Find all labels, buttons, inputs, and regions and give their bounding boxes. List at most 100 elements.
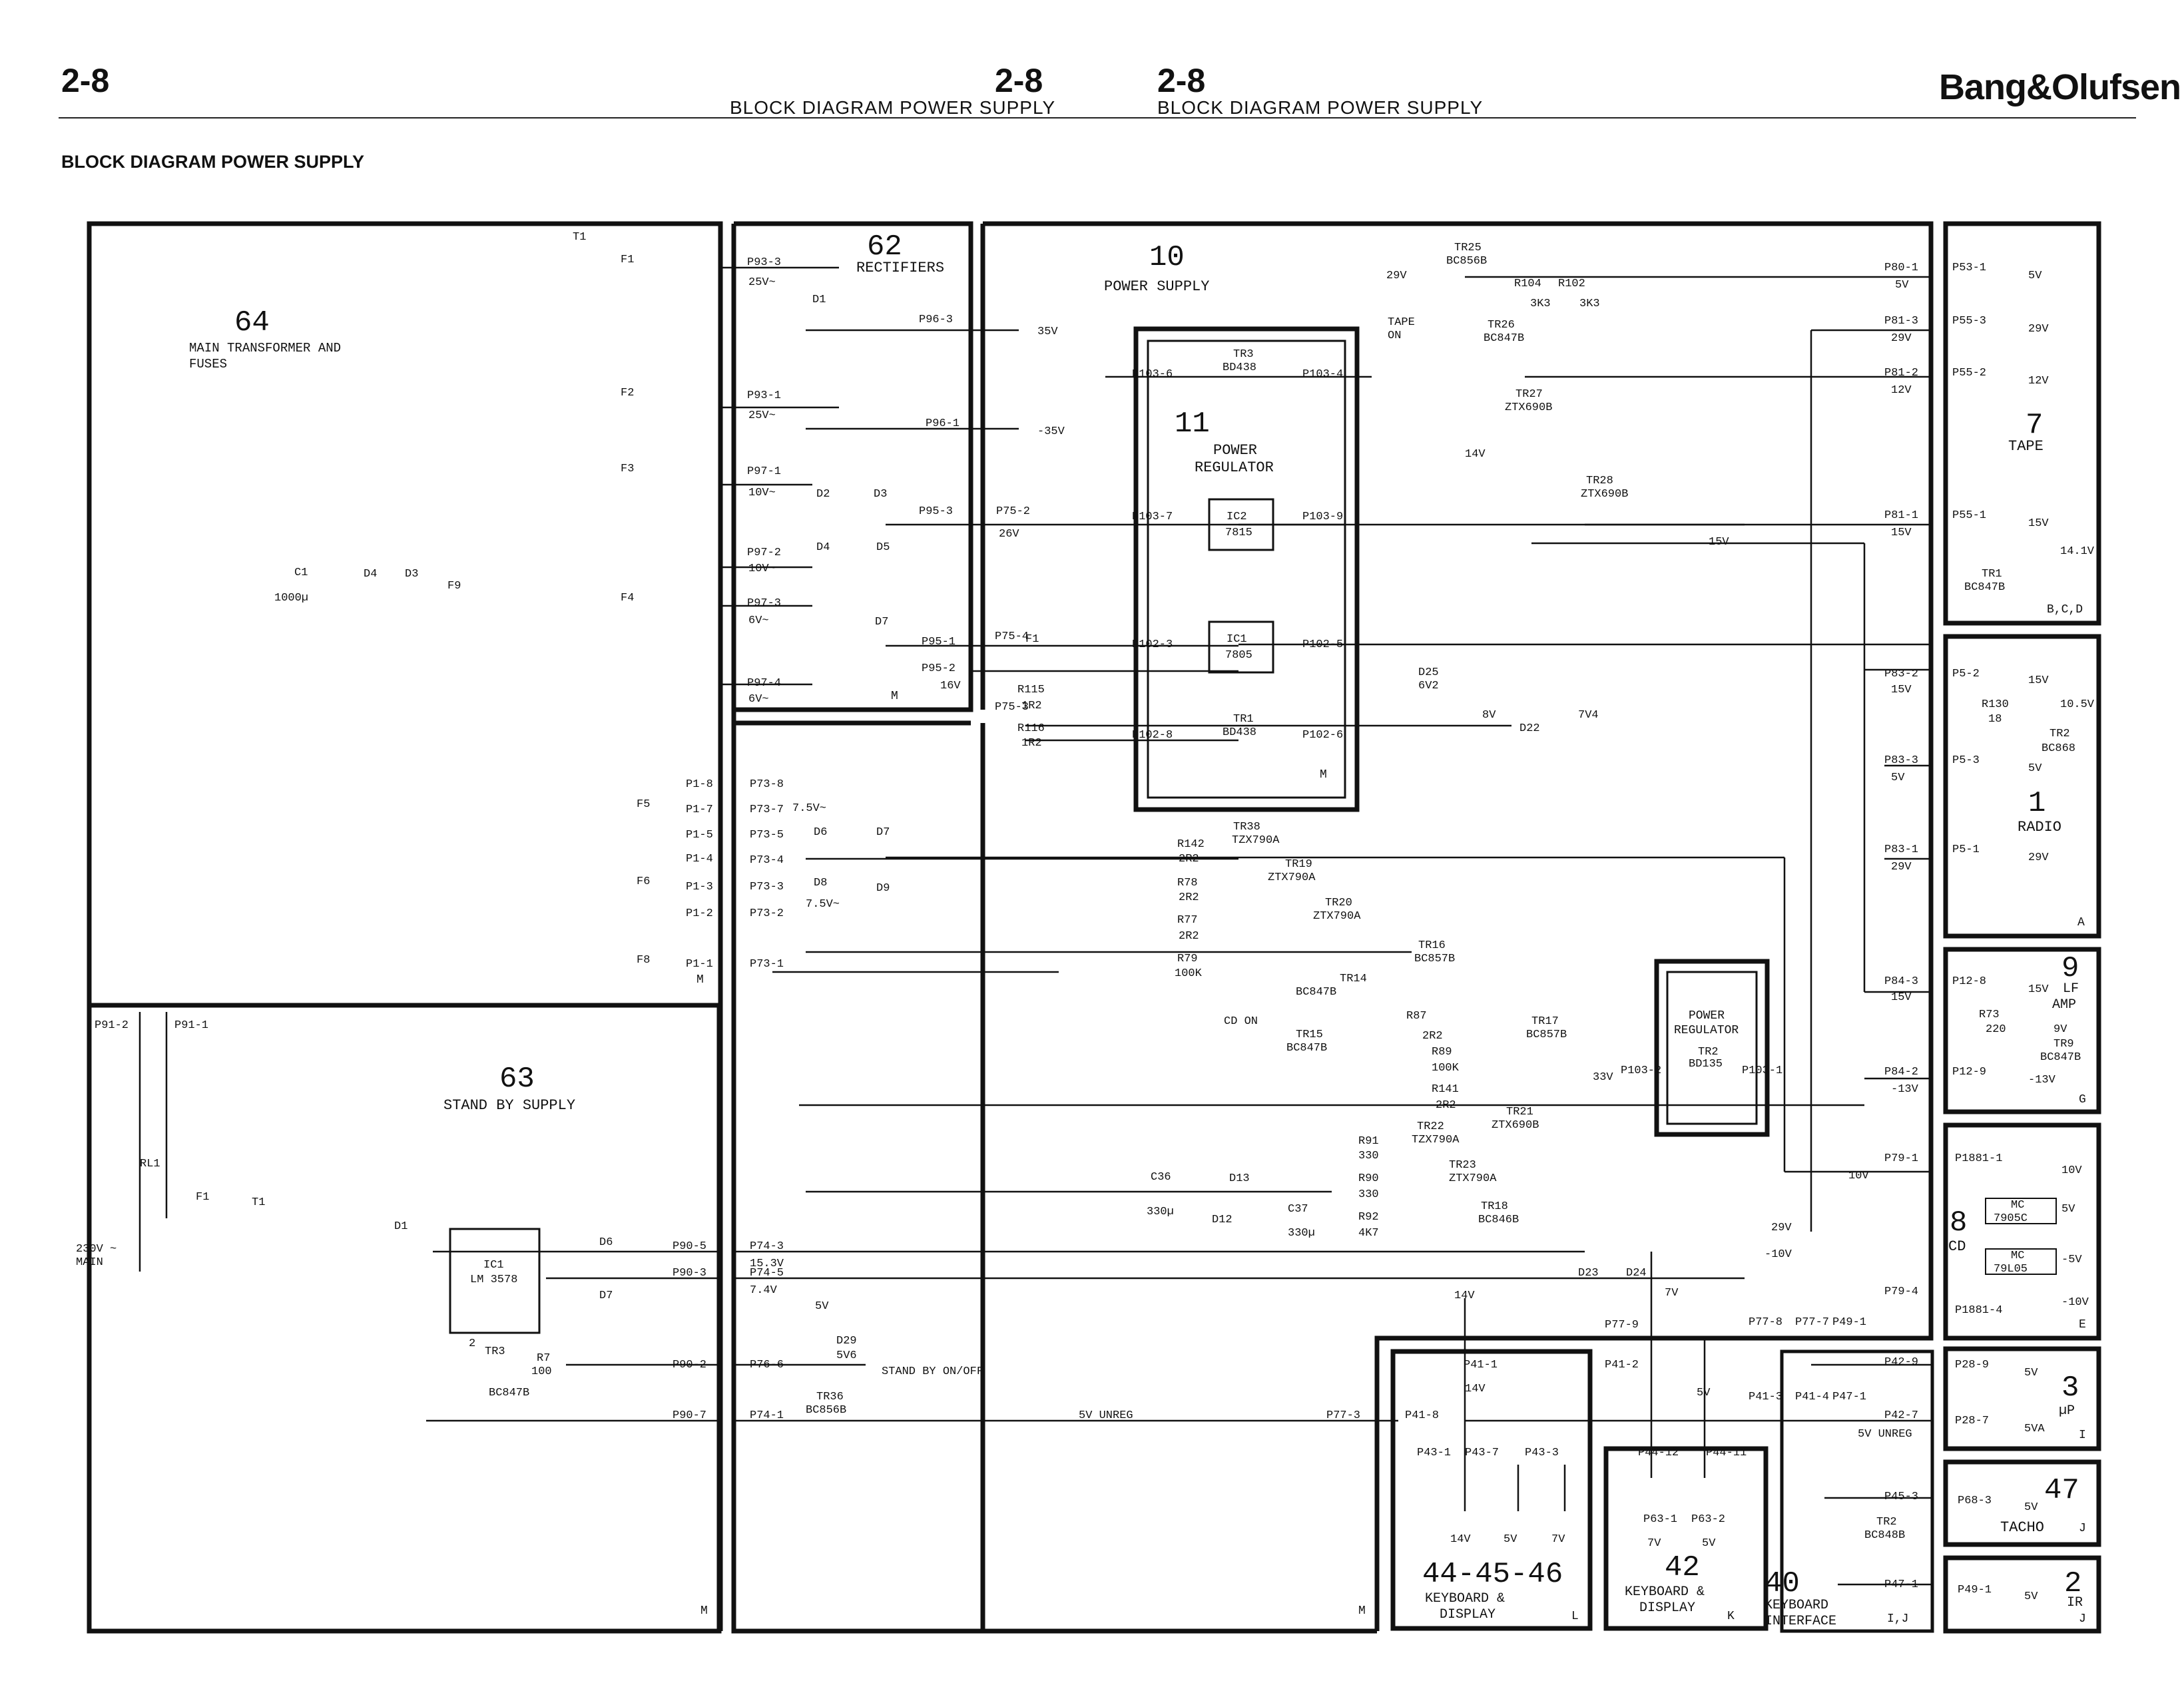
label-p103-4: P103-4 [1302, 368, 1343, 381]
block-40-tag: I,J [1887, 1612, 1908, 1626]
label-r90: R90 [1358, 1172, 1379, 1185]
block-42-tag: K [1727, 1610, 1735, 1623]
label-p44-11: P44-11 [1706, 1447, 1747, 1459]
block-64-line1: MAIN TRANSFORMER AND [189, 341, 341, 356]
label-p74-3: P74-3 [750, 1240, 784, 1253]
label-c36v: 330µ [1147, 1206, 1174, 1218]
block-1-tag: A [2077, 916, 2085, 929]
label-tr17: TR17 [1531, 1015, 1559, 1028]
label-d29: D29 [836, 1335, 857, 1347]
label-v29a: 29V [1891, 332, 1912, 345]
label-tr2bp: BD135 [1689, 1058, 1723, 1071]
label-r87v: 2R2 [1422, 1030, 1443, 1043]
label-p1-1: P1-1 [686, 958, 713, 971]
block-10-tag: M [1358, 1604, 1366, 1618]
ic2-name: IC2 [1227, 511, 1247, 523]
label-r116v: 1R2 [1021, 737, 1042, 750]
label-tr23p: ZTX790A [1449, 1172, 1497, 1185]
block-3-frame [1943, 1346, 2101, 1451]
label-tr17p: BC857B [1526, 1029, 1567, 1041]
label-tr16: TR16 [1418, 939, 1446, 952]
label-d4: D4 [364, 568, 377, 581]
label-r78v: 2R2 [1179, 891, 1199, 904]
ic1-standby-name: IC1 [483, 1259, 504, 1272]
mc1-part: 7905C [1994, 1212, 2028, 1225]
label-n2: 2 [469, 1337, 475, 1350]
block-64-line2: FUSES [189, 357, 227, 371]
label-r91: R91 [1358, 1135, 1379, 1148]
label-p41-4: P41-4 [1795, 1391, 1829, 1403]
block-62-tag: M [891, 690, 898, 703]
label-r141: R141 [1432, 1083, 1459, 1096]
label-p42-7: P42-7 [1884, 1409, 1918, 1422]
block-2-number: 2 [2064, 1567, 2081, 1600]
label-d4b: D4 [816, 541, 830, 554]
ic1-box [1208, 620, 1274, 674]
label-v75a: 7.5V~ [792, 802, 826, 815]
label-p5-2: P5-2 [1952, 668, 1980, 680]
label-main2: MAIN [76, 1256, 103, 1269]
block-11-number: 11 [1175, 407, 1210, 441]
label-tr15p: BC847B [1286, 1042, 1327, 1055]
label-v5b: 5V [1891, 772, 1905, 784]
label-v5k: 5V [1697, 1387, 1711, 1399]
label-d24: D24 [1626, 1267, 1647, 1280]
label-r77v: 2R2 [1179, 930, 1199, 943]
label-p47-1: P47-1 [1832, 1391, 1866, 1403]
label-tr1p: BD438 [1223, 726, 1256, 739]
label-o5ir: 5V [2024, 1590, 2038, 1603]
label-o5up: 5V [2024, 1367, 2038, 1379]
label-v14: 14V [1465, 448, 1486, 461]
block-64-number: 64 [234, 306, 270, 340]
label-o14v1: 14.1V [2060, 545, 2095, 558]
label-p95-3: P95-3 [919, 505, 953, 518]
label-v29c: 29V [1771, 1222, 1792, 1234]
label-v10: 10V [1848, 1170, 1869, 1182]
label-p1-7: P1-7 [686, 804, 713, 816]
label-p41-1: P41-1 [1464, 1359, 1498, 1371]
label-tr27p: ZTX690B [1505, 401, 1552, 414]
block-1-frame [1943, 634, 2101, 939]
label-tr28p: ZTX690B [1581, 488, 1628, 501]
subtitle-right: BLOCK DIAGRAM POWER SUPPLY [1157, 97, 1484, 118]
block-44-45-46-line2: DISPLAY [1440, 1607, 1496, 1622]
label-p73-7: P73-7 [750, 804, 784, 816]
label-r77: R77 [1177, 914, 1198, 927]
label-v6a: 6V~ [748, 614, 769, 627]
label-standby: STAND BY ON/OFF [882, 1365, 983, 1378]
block-8-frame [1943, 1122, 2101, 1341]
label-d25: D25 [1418, 666, 1439, 679]
label-o5va: 5VA [2024, 1423, 2045, 1435]
label-v14b: 14V [1454, 1290, 1475, 1302]
label-r102: R102 [1558, 278, 1585, 290]
label-o5k: 5V [1503, 1533, 1517, 1546]
label-r89: R89 [1432, 1046, 1452, 1059]
ic1-part: 7805 [1225, 649, 1252, 662]
block-9-line1: LF [2063, 981, 2079, 997]
label-tr9: TR9 [2053, 1038, 2074, 1051]
label-d8: D8 [814, 877, 827, 889]
label-tr2t: TR2 [1876, 1516, 1897, 1529]
block-40-frame [1780, 1349, 1934, 1633]
label-p83-2: P83-2 [1884, 668, 1918, 680]
block-10-name: POWER SUPPLY [1104, 278, 1209, 295]
label-o15b: 15V [2028, 674, 2049, 687]
label-p84-3: P84-3 [1884, 975, 1918, 988]
ic1-standby-box [449, 1228, 541, 1334]
label-tr2b: TR2 [1698, 1046, 1719, 1059]
brand-logo: Bang&Olufsen [1939, 67, 2181, 107]
wiring [138, 266, 1931, 1586]
label-f1sb: F1 [196, 1191, 209, 1204]
label-v26: 26V [999, 528, 1019, 541]
label-p73-1: P73-1 [750, 958, 784, 971]
label-r73v: 220 [1986, 1023, 2006, 1036]
label-r102v: 3K3 [1579, 298, 1600, 310]
block-8-number: 8 [1950, 1206, 1967, 1240]
label-cdon: CD ON [1224, 1015, 1258, 1028]
label-tr28: TR28 [1586, 475, 1613, 487]
label-d7b: D7 [876, 826, 890, 839]
label-tape: TAPE [1388, 316, 1415, 329]
mc-7905c-box [1985, 1198, 2057, 1224]
label-p97-1: P97-1 [747, 465, 781, 478]
